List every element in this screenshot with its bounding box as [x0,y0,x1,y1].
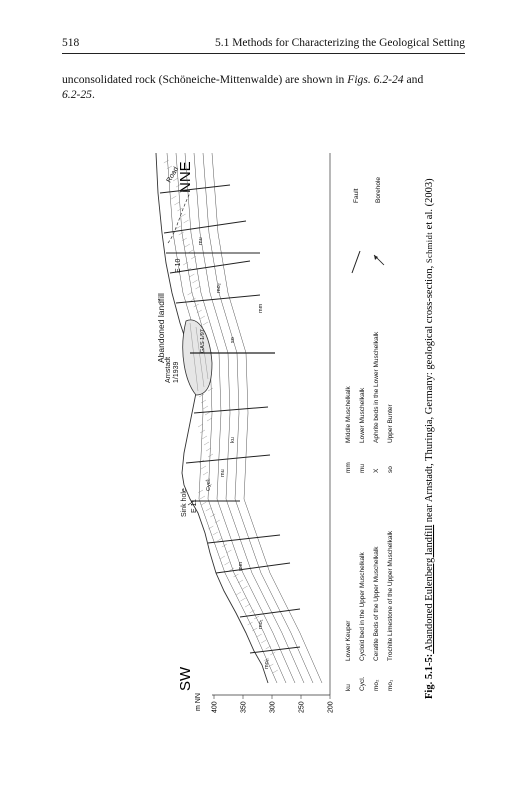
legend-code: so [387,466,394,473]
legend-code: ku [345,684,352,691]
fault-line [239,608,301,618]
road-line [167,192,191,244]
unit-mark: mm [258,303,264,313]
legend-desc: Lower Muschelkalk [359,387,366,443]
axis-tick-label: 300 [270,701,277,713]
fault-line [249,646,301,654]
legend-desc: Borehole [375,177,382,203]
fault-line [207,534,281,544]
unit-mark: Cycl. [206,478,212,491]
legend-code: mm [345,462,352,473]
fault-line [159,184,231,194]
legend-borehole-arrowhead [374,255,378,260]
label-sink-hole: Sink hole [181,488,188,517]
caption-author: Schmidt [424,232,434,263]
legend-desc: Lower Keuper [345,620,352,661]
figure-reference-1[interactable]: Figs. 6.2-24 [347,73,404,86]
legend-desc: Aphrite beds in the Lower Muschelkalk [373,331,380,443]
label-e11: E 11 [191,499,198,513]
unit-mark: mo₁ [258,619,264,629]
legend-code: mu [359,464,366,473]
legend-desc: Trochite Limestone of the Upper Muschelk… [387,530,394,661]
fault-line [193,406,269,414]
label-gas: GAS 1/97 [200,329,206,353]
intro-text-3: . [91,87,95,101]
page-number: 518 [62,37,80,49]
legend-desc: Cycloid bed in the Upper Muschelkalk [359,552,366,661]
running-header: 518 5.1 Methods for Characterizing the G… [62,37,465,54]
intro-paragraph: unconsolidated rock (Schöneiche-Mittenwa… [62,73,466,102]
legend-code: mo₁ [387,679,394,691]
fault-line [185,454,271,464]
unit-mark: mu [198,237,204,245]
orientation-nne: NNE [177,161,194,193]
legend-code: mo₂ [373,679,380,691]
label-e10: E 10 [175,258,182,273]
fault-line [215,562,291,574]
caption-end: et al. (2003) [424,178,435,232]
legend-desc: Upper Bunter [387,404,394,443]
fault-line [169,260,251,274]
unit-mark: mm [238,561,244,571]
landfill-body [182,319,213,396]
figure-reference-2[interactable]: 6.2-25 [62,87,92,101]
unit-mark: mo₂ [264,659,270,669]
caption-text: near Arnstadt, Thuringia, Germany: geolo… [424,263,435,525]
unit-mark: ku [230,437,236,443]
legend-code: Cycl. [359,676,366,691]
elevation-axis: m NN 400 350 300 250 200 [195,153,335,713]
unit-mark: mo₂ [216,283,222,293]
fault-line [163,220,247,234]
axis-tick-label: 250 [299,701,306,713]
legend-desc: Ceratite Beds of the Upper Muschelkalk [373,546,380,661]
stratum-boundary [166,152,278,684]
cross-section-figure: Fig. 5.1-5: Abandoned Eulenberg landfill… [155,152,435,713]
figure-caption: Fig. 5.1-5: Abandoned Eulenberg landfill… [424,178,435,699]
legend-code: X [373,468,380,473]
cross-section-drawing [155,152,323,684]
axis-unit: m NN [195,693,202,711]
legend-desc: Fault [353,188,360,203]
fault-line [175,294,261,304]
unit-mark: mu [220,469,226,477]
axis-tick-label: 400 [212,701,219,713]
intro-text-1: unconsolidated rock (Schöneiche-Mittenwa… [62,73,348,86]
unit-mark: so [230,337,236,343]
figure-rotated: Fig. 5.1-5: Abandoned Eulenberg landfill… [150,115,440,713]
axis-tick-label: 350 [241,701,248,713]
label-arnstadt-year: 1/1939 [173,361,180,383]
axis-tick-label: 200 [328,701,335,713]
caption-label: Fig. 5.1-5: [424,654,435,699]
legend-fault-symbol [351,250,361,274]
label-arnstadt: Arnstadt [165,357,172,383]
intro-text-2: and [403,73,424,86]
terrain-surface [155,152,269,684]
orientation-sw: SW [177,666,194,691]
label-landfill: Abandoned landfill [156,293,166,363]
legend-desc: Middle Muschelkalk [345,386,352,443]
section-title: 5.1 Methods for Characterizing the Geolo… [214,37,465,49]
caption-underlined: Abandoned Eulenberg landfill [424,525,435,654]
